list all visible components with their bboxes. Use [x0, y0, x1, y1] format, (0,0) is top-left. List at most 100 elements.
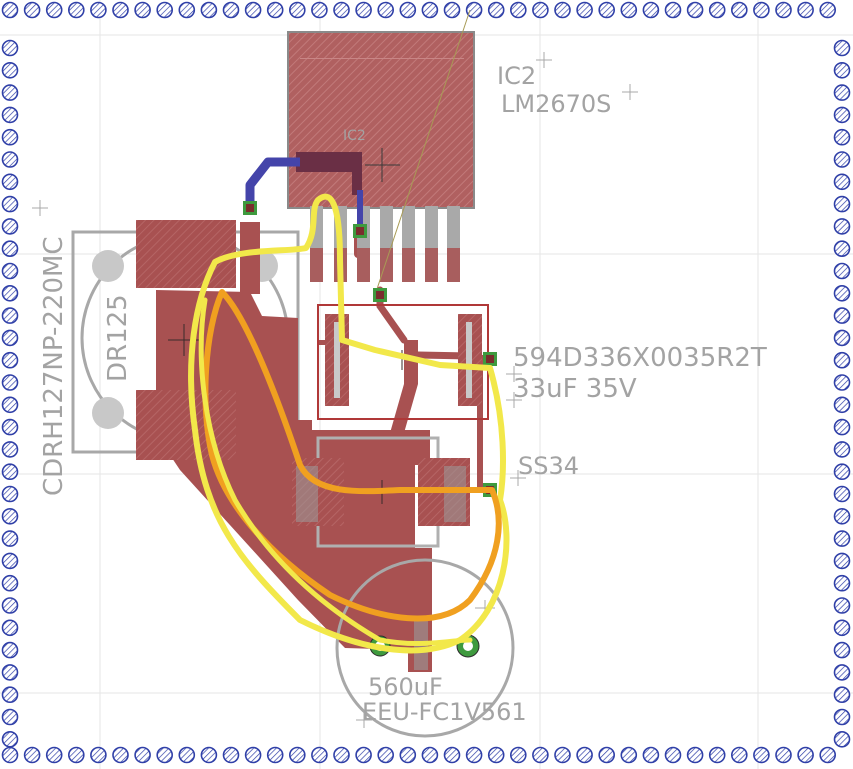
- border-hole: [833, 128, 851, 146]
- border-hole: [333, 1, 350, 19]
- border-hole: [1, 39, 19, 57]
- border-hole: [1, 329, 19, 347]
- border-hole: [1, 530, 19, 547]
- diode-part-number: SS34: [518, 452, 579, 480]
- border-hole: [311, 1, 328, 19]
- ic2-footprint: IC2: [287, 31, 475, 282]
- border-hole: [833, 329, 851, 347]
- border-hole: [1, 62, 19, 79]
- border-hole: [833, 708, 851, 726]
- inductor-part-number: CDRH127NP-220MC: [39, 236, 69, 496]
- border-hole: [112, 746, 129, 764]
- border-hole: [833, 374, 851, 391]
- border-hole: [1, 84, 19, 101]
- border-hole: [833, 151, 851, 168]
- border-hole: [686, 746, 704, 764]
- border-hole: [90, 746, 107, 764]
- border-hole: [45, 1, 63, 19]
- border-hole: [112, 1, 129, 19]
- border-hole: [266, 746, 284, 764]
- border-hole: [156, 746, 173, 764]
- electrolytic-cap-value: 560uF: [368, 673, 443, 701]
- tantalum-cap-value: 33uF 35V: [513, 374, 637, 404]
- border-hole: [311, 746, 328, 764]
- border-hole: [1, 708, 19, 726]
- border-hole: [833, 173, 851, 191]
- border-hole: [222, 1, 240, 19]
- border-hole: [598, 1, 616, 19]
- border-hole: [443, 1, 461, 19]
- border-hole: [443, 746, 461, 764]
- border-hole: [620, 746, 638, 764]
- border-hole: [775, 746, 792, 764]
- border-hole: [1, 195, 19, 213]
- border-hole: [421, 746, 439, 764]
- border-hole: [23, 746, 41, 764]
- border-hole: [1, 218, 19, 235]
- ic2-part-number: LM2670S: [501, 90, 611, 118]
- border-hole: [23, 1, 41, 19]
- border-hole: [487, 746, 505, 764]
- border-hole: [664, 1, 682, 19]
- border-hole: [45, 746, 63, 764]
- border-hole: [833, 730, 851, 748]
- border-hole: [833, 262, 851, 280]
- border-hole: [266, 1, 284, 19]
- border-hole: [708, 1, 726, 19]
- border-hole: [1, 574, 19, 592]
- border-hole: [833, 39, 851, 57]
- border-hole: [833, 686, 851, 704]
- border-hole: [753, 1, 770, 19]
- border-hole: [1, 151, 19, 168]
- border-hole: [833, 463, 851, 481]
- border-hole: [1, 463, 19, 481]
- border-hole: [833, 507, 851, 525]
- inductor-designator: DR125: [103, 294, 133, 382]
- border-hole: [576, 1, 593, 19]
- border-hole: [509, 746, 527, 764]
- border-hole: [833, 218, 851, 235]
- electrolytic-cap-part-number: EEU-FC1V561: [362, 698, 527, 726]
- border-hole: [833, 441, 851, 458]
- ic2-pad-label: IC2: [343, 128, 366, 144]
- border-hole: [730, 1, 748, 19]
- border-hole: [532, 746, 549, 764]
- border-hole: [1, 686, 19, 704]
- border-hole: [399, 746, 417, 764]
- border-hole: [1, 284, 19, 302]
- border-hole: [1, 173, 19, 191]
- border-hole: [1, 307, 19, 324]
- border-hole: [642, 1, 660, 19]
- border-hole: [68, 1, 85, 19]
- border-hole: [1, 351, 19, 369]
- border-hole: [134, 1, 151, 19]
- border-hole: [399, 1, 417, 19]
- border-hole: [833, 106, 851, 124]
- border-hole: [753, 746, 770, 764]
- border-hole: [1, 485, 19, 503]
- border-hole: [288, 746, 306, 764]
- border-hole: [775, 1, 792, 19]
- border-hole: [1, 106, 19, 124]
- border-hole: [833, 664, 851, 681]
- border-hole: [833, 619, 851, 637]
- border-hole: [487, 1, 505, 19]
- inductor-pads: [136, 220, 236, 460]
- border-hole: [1, 374, 19, 391]
- inner-current-loop: [202, 289, 502, 622]
- border-hole: [833, 485, 851, 503]
- border-hole: [642, 746, 660, 764]
- border-hole: [833, 597, 851, 614]
- border-hole: [620, 1, 638, 19]
- border-hole: [377, 1, 395, 19]
- border-hole: [833, 396, 851, 414]
- border-hole: [1, 262, 19, 280]
- border-hole: [833, 530, 851, 547]
- border-hole: [1, 746, 19, 764]
- border-hole: [355, 1, 372, 19]
- border-hole: [200, 746, 218, 764]
- border-hole: [1, 619, 19, 637]
- border-hole: [664, 746, 682, 764]
- border-hole: [1, 664, 19, 681]
